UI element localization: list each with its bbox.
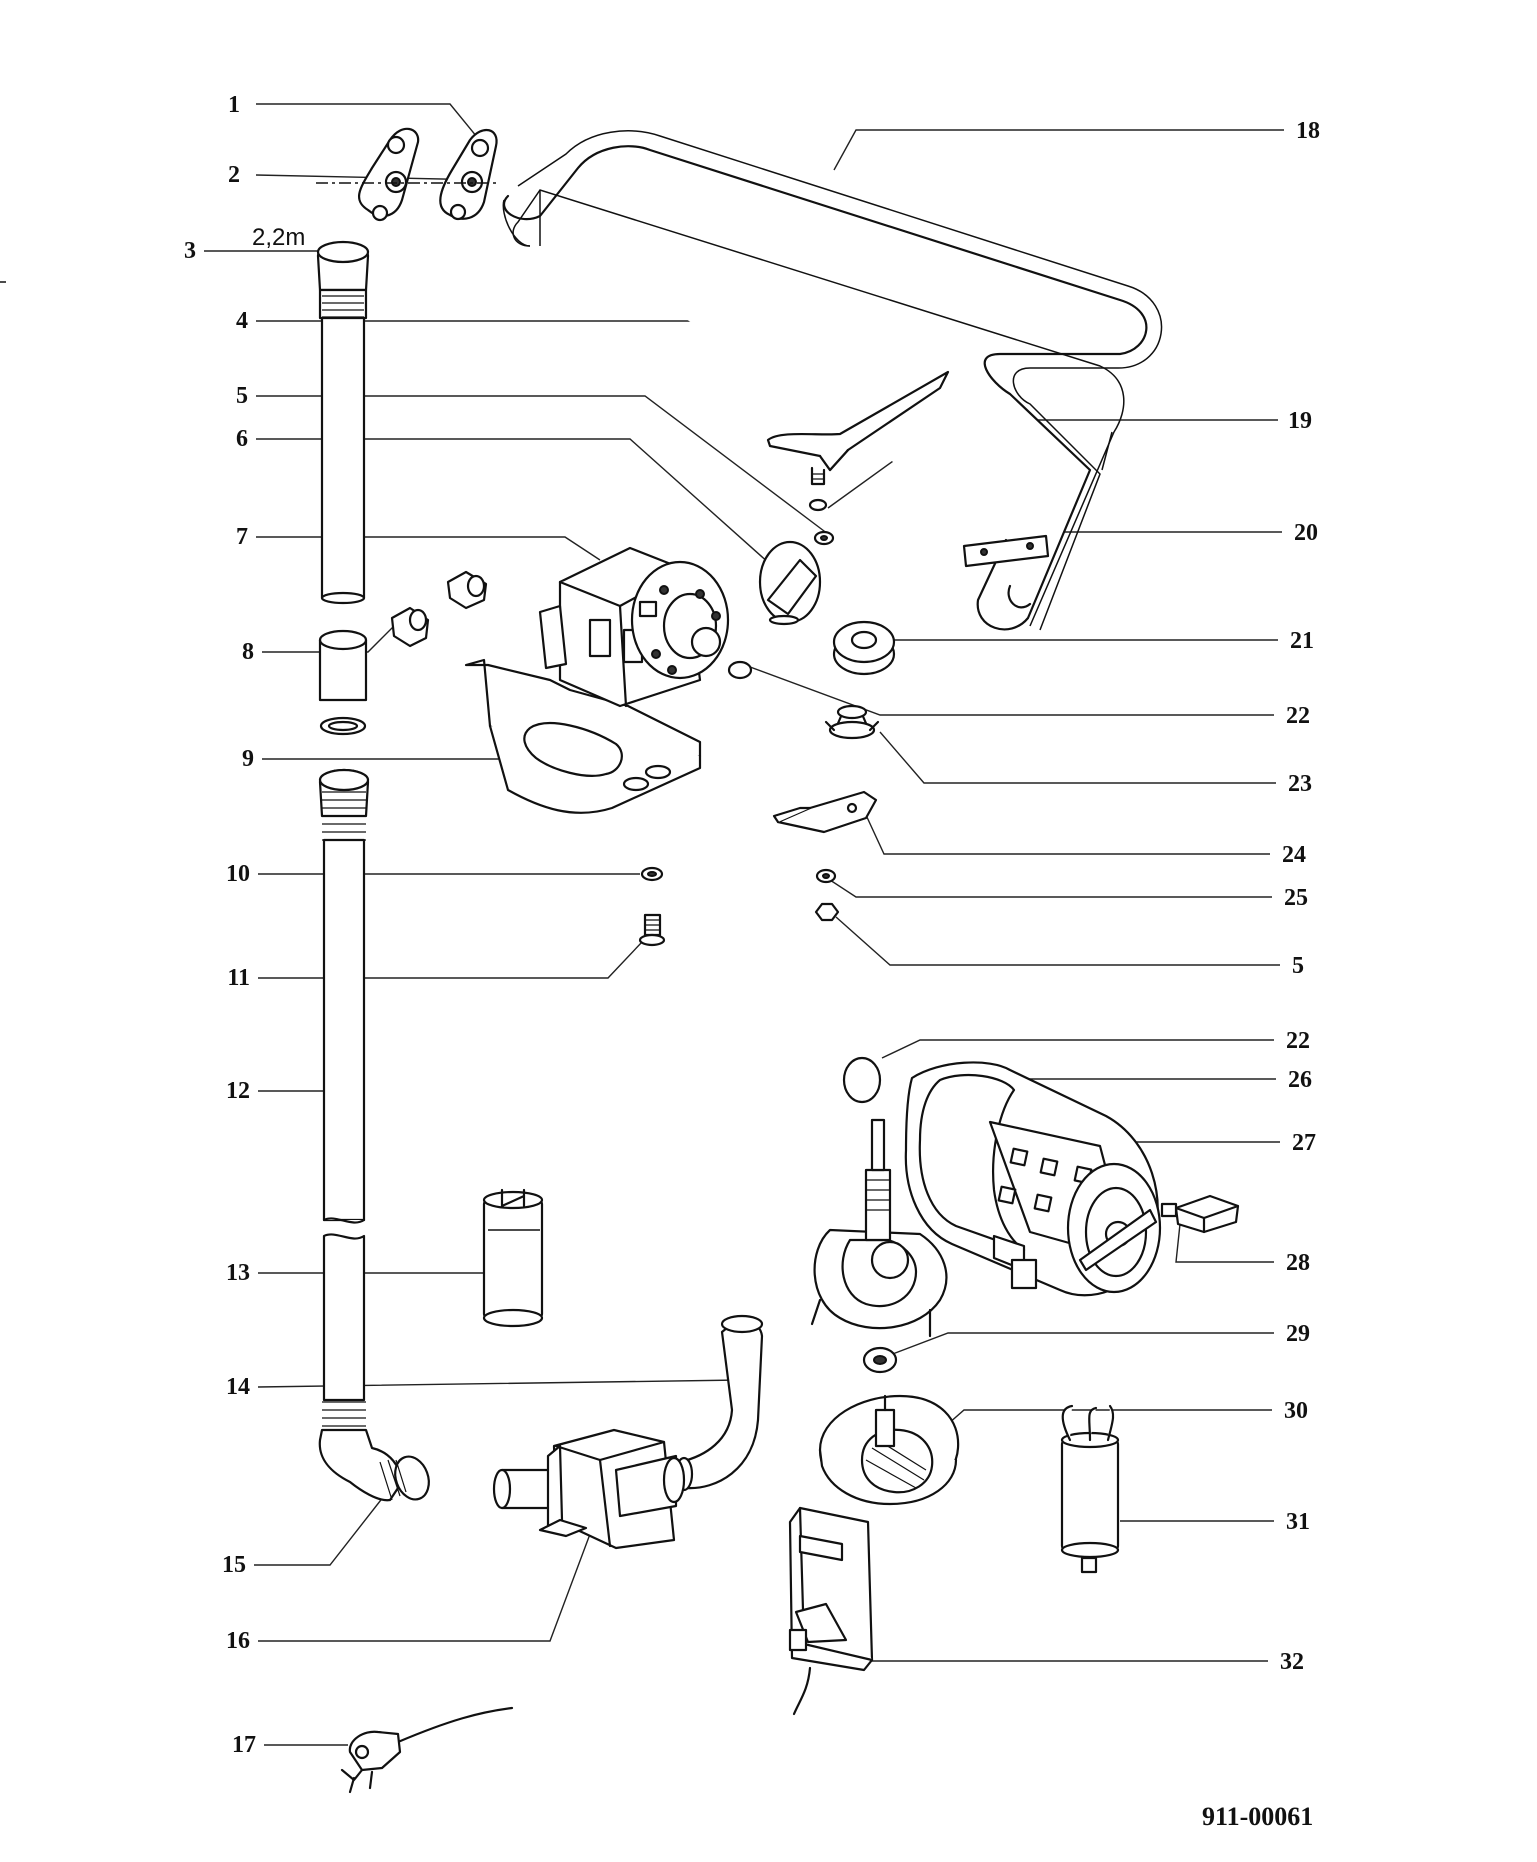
drawing-code: 911-00061	[1202, 1802, 1313, 1831]
grommet	[832, 620, 896, 676]
callout-27: 27	[1292, 1130, 1316, 1156]
bushing	[862, 1346, 898, 1374]
callout-10: 10	[226, 861, 250, 887]
callout-1: 1	[228, 92, 240, 118]
suppressor-box	[788, 1506, 874, 1716]
o-ring-large	[842, 1056, 882, 1104]
callout-21: 21	[1290, 628, 1314, 654]
sump-housing	[492, 1428, 686, 1550]
small-bracket	[772, 790, 878, 834]
callout-24: 24	[1282, 842, 1306, 868]
lower-drain-hose	[318, 768, 430, 1502]
callout-11: 11	[227, 965, 250, 991]
left-callouts: 1 2 3 4 5 6 7 8 9 10 11 12 13 14 15 16 1…	[184, 92, 256, 1758]
mounting-bracket	[766, 370, 950, 546]
callout-23: 23	[1288, 771, 1312, 797]
callout-31: 31	[1286, 1509, 1310, 1535]
callout-29: 29	[1286, 1321, 1310, 1347]
callout-8: 8	[242, 639, 254, 665]
callout-19: 19	[1288, 408, 1312, 434]
callout-25: 25	[1284, 885, 1308, 911]
callout-3: 3	[184, 238, 196, 264]
callout-16: 16	[226, 1628, 250, 1654]
callout-18: 18	[1296, 118, 1320, 144]
right-callouts: 18 19 20 21 22 23 24 25 5 22 26 27 28 29…	[1280, 118, 1320, 1675]
pump-motor	[904, 1061, 1162, 1297]
connector	[1160, 1194, 1240, 1234]
programmer-timer	[464, 546, 730, 814]
callout-30: 30	[1284, 1398, 1308, 1424]
callout-12: 12	[226, 1078, 250, 1104]
thermostat	[824, 704, 880, 740]
callout-32: 32	[1280, 1649, 1304, 1675]
callout-26: 26	[1288, 1067, 1312, 1093]
callout-2: 2	[228, 162, 240, 188]
upper-drain-hose: 2,2m	[252, 224, 370, 605]
callout-14: 14	[226, 1374, 250, 1400]
callout-28: 28	[1286, 1250, 1310, 1276]
screws-left	[638, 866, 666, 947]
hose-clip-parts	[316, 127, 500, 222]
heating-element	[502, 130, 1163, 631]
hose-coupling	[318, 570, 488, 736]
callout-6: 6	[236, 426, 248, 452]
curved-hose	[674, 1314, 764, 1492]
callout-4: 4	[236, 308, 248, 334]
hose-length-label: 2,2m	[252, 224, 305, 251]
callout-17: 17	[232, 1732, 256, 1758]
callout-13: 13	[226, 1260, 250, 1286]
callout-20: 20	[1294, 520, 1318, 546]
mains-plug	[340, 1706, 514, 1794]
callout-9: 9	[242, 746, 254, 772]
washer-nut-right	[814, 868, 840, 922]
callout-22b: 22	[1286, 1028, 1310, 1054]
callout-22: 22	[1286, 703, 1310, 729]
callout-5: 5	[236, 383, 248, 409]
o-ring-small	[727, 660, 753, 680]
callout-15: 15	[222, 1552, 246, 1578]
callout-7: 7	[236, 524, 248, 550]
filter-cylinder	[482, 1188, 544, 1328]
callout-5b: 5	[1292, 953, 1304, 979]
impeller-assembly	[818, 1394, 960, 1506]
pump-housing	[810, 1118, 948, 1338]
capacitor	[1060, 1404, 1120, 1574]
control-knob	[758, 540, 822, 626]
